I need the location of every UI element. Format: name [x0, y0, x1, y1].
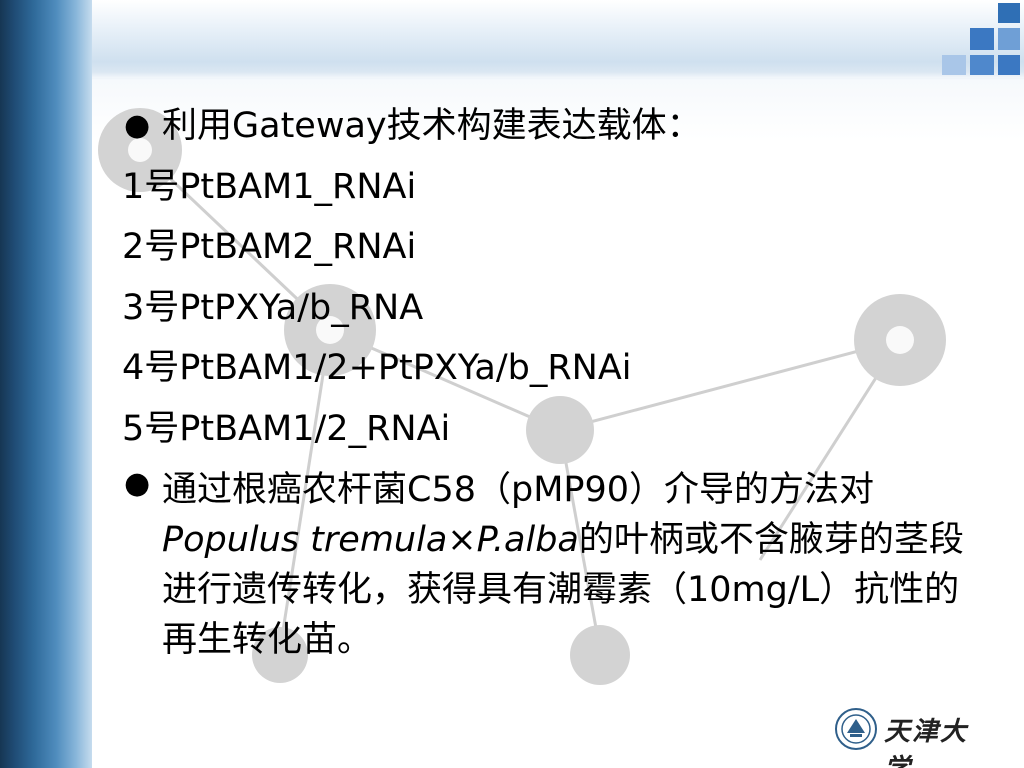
bullet-paragraph-transformation: ● 通过根癌农杆菌C58（pMP90）介导的方法对 Populus tremula…: [122, 459, 992, 665]
university-logo: 天津大学: [834, 707, 994, 768]
decor-line: [558, 429, 602, 651]
corner-square: [970, 28, 994, 50]
species-name: Populus tremula×P.alba: [162, 520, 579, 560]
corner-square: [998, 55, 1020, 75]
corner-square: [998, 28, 1020, 50]
decor-line: [278, 329, 332, 651]
decor-node: [570, 625, 630, 685]
university-seal-icon: [835, 708, 877, 750]
university-name: 天津大学: [884, 717, 969, 768]
decor-node-hole: [886, 326, 914, 354]
bullet-dot: ●: [124, 108, 151, 143]
construct-item: 4号PtBAM1/2+PtPXYa/b_RNAi: [122, 348, 632, 388]
paragraph-text-part1: 通过根癌农杆菌C58（pMP90）介导的方法对: [162, 470, 875, 510]
corner-square: [942, 55, 966, 75]
top-gradient-band: [92, 0, 1024, 78]
construct-item: 5号PtBAM1/2_RNAi: [122, 408, 451, 449]
decor-node-hole: [128, 138, 152, 162]
paragraph-text-part2: 的叶柄或不含腋芽的茎段进行遗传转化，获得具有潮霉素（10mg/L）抗性的再生转化…: [162, 520, 964, 660]
bullet-line-vector-construction: ● 利用Gateway技术构建表达载体：: [122, 96, 992, 157]
decor-node-hole: [316, 316, 344, 344]
bullet-text: 利用Gateway技术构建表达载体：: [162, 106, 702, 146]
corner-square: [970, 55, 994, 75]
decor-node: [526, 396, 594, 464]
construct-item: 3号PtPXYa/b_RNA: [122, 287, 424, 328]
construct-item: 1号PtBAM1_RNAi: [122, 166, 417, 207]
decor-node: [252, 627, 308, 683]
corner-square: [998, 3, 1020, 23]
decor-line: [559, 338, 901, 432]
left-blue-bar: [0, 0, 92, 768]
bullet-dot: ●: [124, 466, 151, 501]
slide-body: ● 利用Gateway技术构建表达载体： 1号PtBAM1_RNAi 2号PtB…: [122, 96, 992, 665]
construct-item: 2号PtBAM2_RNAi: [122, 227, 417, 267]
